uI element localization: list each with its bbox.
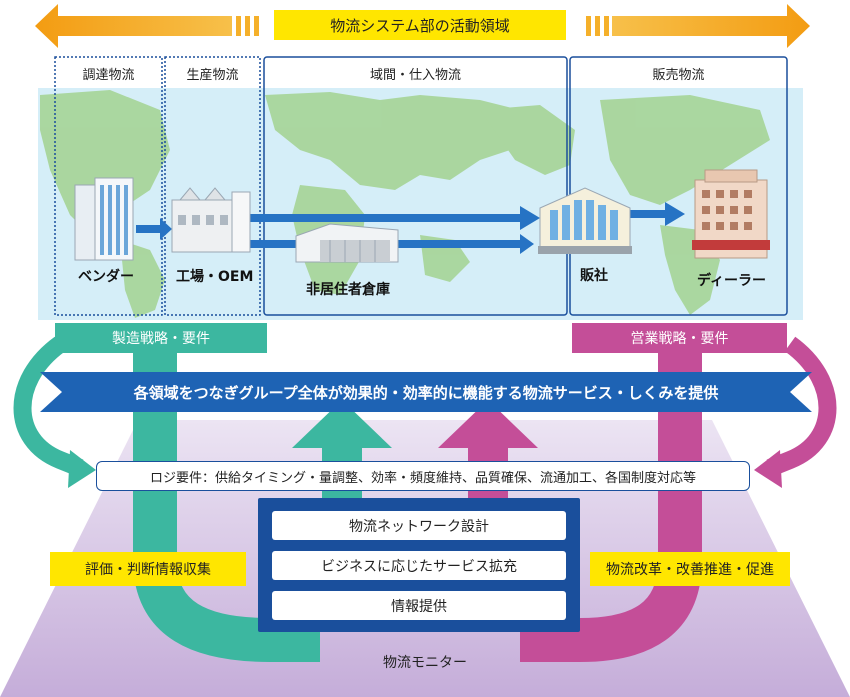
zone-label-interregional: 域間・仕入物流	[369, 68, 461, 83]
service-business-expansion: ビジネスに応じたサービス拡充	[272, 551, 566, 580]
logistics-requirements-box: ロジ要件：供給タイミング・量調整、効率・頻度維持、品質確保、流通加工、各国制度対…	[96, 461, 750, 491]
zone-label-production: 生産物流	[186, 68, 239, 83]
page-title: 物流システム部の活動領域	[274, 10, 566, 40]
zone-border-interregional	[263, 56, 568, 316]
flow-arrow-sales-dealer	[628, 202, 685, 226]
banner-text: 各領域をつなぎグループ全体が効果的・効率的に機能する物流サービス・しくみを提供	[133, 383, 719, 402]
vendor-building-icon	[74, 177, 134, 261]
zone-label-procurement: 調達物流	[82, 68, 135, 83]
left-orange-arrow	[35, 4, 232, 48]
improvement-promotion-label: 物流改革・改善推進・促進	[590, 552, 790, 586]
zone-border-production	[164, 56, 261, 316]
sales-company-label: 販社	[580, 268, 608, 284]
logistics-monitor-label: 物流モニター	[383, 655, 467, 671]
warehouse-building-icon	[295, 223, 399, 263]
warehouse-label: 非居住者倉庫	[306, 282, 390, 298]
service-information: 情報提供	[272, 591, 566, 620]
flow-arrow-vendor-factory	[136, 218, 172, 240]
evaluation-info-label: 評価・判断情報収集	[50, 552, 246, 586]
right-orange-arrow	[612, 4, 810, 48]
vendor-label: ベンダー	[78, 269, 134, 285]
dealer-label: ディーラー	[697, 273, 767, 289]
teal-up-arrowhead	[292, 400, 392, 448]
magenta-feedback-arrow	[766, 336, 837, 477]
dealer-building-icon	[692, 169, 770, 259]
teal-feedback-arrow	[13, 336, 84, 477]
magenta-up-arrowhead	[438, 400, 538, 448]
zone-border-sales	[569, 56, 788, 316]
service-network-design: 物流ネットワーク設計	[272, 511, 566, 540]
flow-arrow-factory-sales	[250, 206, 540, 230]
factory-label: 工場・OEM	[176, 269, 254, 285]
factory-building-icon	[171, 187, 251, 253]
zone-label-sales: 販売物流	[652, 68, 705, 83]
manufacturing-strategy-tab: 製造戦略・要件	[55, 323, 267, 353]
sales-strategy-tab: 営業戦略・要件	[572, 323, 787, 353]
sales-company-building-icon	[538, 187, 632, 254]
banner-ribbon	[40, 372, 812, 412]
zone-border-procurement	[54, 56, 163, 316]
